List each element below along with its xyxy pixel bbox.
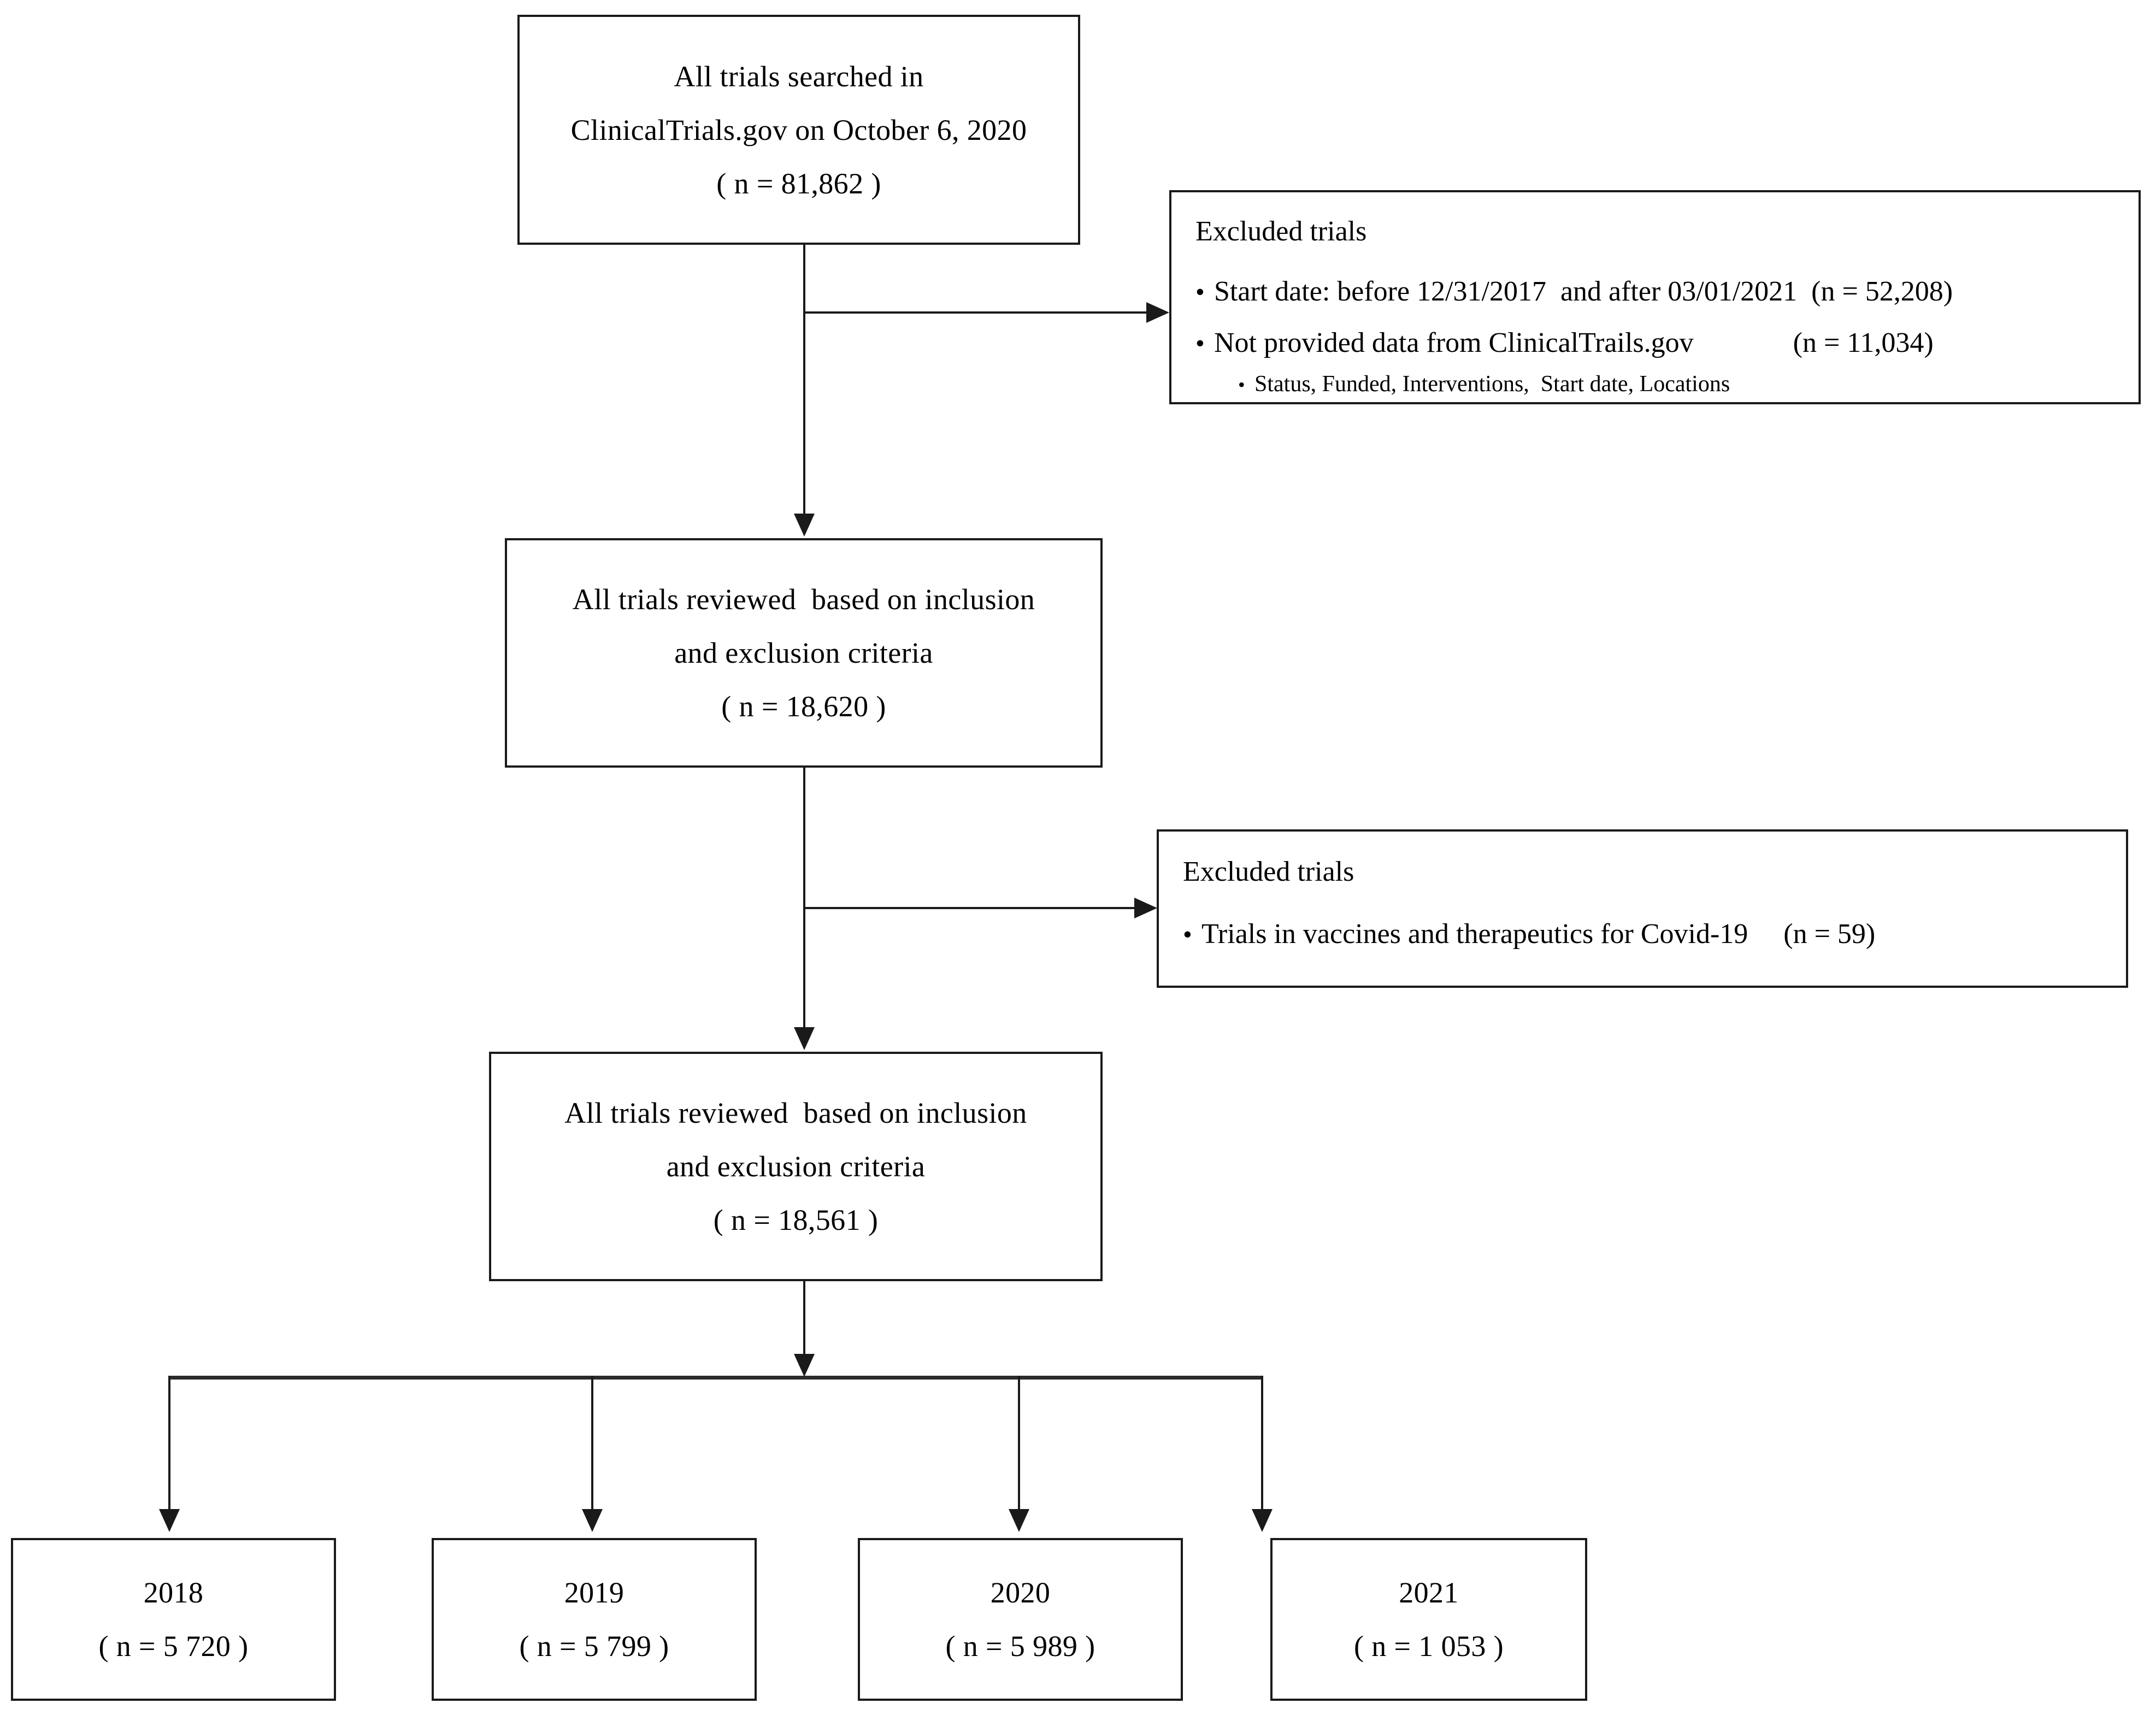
year-label: 2019 [564,1576,625,1609]
bullet-icon: • [1183,920,1192,949]
node-all-trials-searched: All trials searched in ClinicalTrials.go… [517,15,1080,245]
node-line: All trials reviewed based on inclusion [564,1097,1027,1129]
connector-reviewed1-to-reviewed2 [803,768,805,1029]
node-excluded-trials-1: Excluded trials • Start date: before 12/… [1169,190,2141,404]
excluded2-bullet: • Trials in vaccines and therapeutics fo… [1183,920,1875,948]
arrowhead-right-excluded2 [1134,898,1157,918]
excluded1-subbullet: • Status, Funded, Interventions, Start d… [1238,373,1730,396]
connector-reviewed2-to-years [803,1281,805,1358]
arrowhead-down-reviewed1 [794,514,815,537]
arrowhead-down-year-2021 [1252,1509,1273,1532]
connector-to-year-2018 [168,1376,170,1512]
bullet-icon: • [1195,329,1205,358]
node-year-2021: 2021 ( n = 1 053 ) [1270,1538,1587,1701]
excluded1-bullet: • Not provided data from ClinicalTrails.… [1195,329,1934,357]
year-count: ( n = 5 799 ) [519,1630,669,1663]
node-line: and exclusion criteria [674,637,933,669]
connector-year-distributor-bar [168,1376,1263,1380]
excluded1-title: Excluded trials [1195,216,1367,247]
year-label: 2018 [143,1576,204,1609]
node-excluded-trials-2: Excluded trials • Trials in vaccines and… [1157,829,2128,988]
arrowhead-down-distributor [794,1354,815,1377]
connector-to-year-2019 [591,1376,593,1512]
node-line: ( n = 18,620 ) [721,690,886,723]
connector-branch-excluded1 [803,311,1147,314]
arrowhead-right-excluded1 [1146,302,1169,323]
bullet-icon: • [1238,374,1245,396]
year-label: 2020 [990,1576,1051,1609]
node-line: ( n = 18,561 ) [713,1204,879,1236]
arrowhead-down-reviewed2 [794,1027,815,1050]
node-year-2018: 2018 ( n = 5 720 ) [11,1538,336,1701]
connector-to-year-2020 [1018,1376,1020,1512]
excluded1-bullet-text: Not provided data from ClinicalTrails.go… [1214,327,1934,358]
year-count: ( n = 5 989 ) [945,1630,1095,1663]
year-label: 2021 [1399,1576,1459,1609]
node-year-2020: 2020 ( n = 5 989 ) [858,1538,1183,1701]
excluded2-bullet-text: Trials in vaccines and therapeutics for … [1201,918,1876,950]
excluded2-title: Excluded trials [1183,856,1354,887]
connector-searched-to-reviewed1 [803,245,805,515]
connector-to-year-2021 [1261,1376,1263,1512]
excluded1-subbullet-text: Status, Funded, Interventions, Start dat… [1254,372,1730,397]
excluded1-bullet: • Start date: before 12/31/2017 and afte… [1195,278,1953,306]
arrowhead-down-year-2018 [159,1509,180,1532]
excluded1-bullet-text: Start date: before 12/31/2017 and after … [1214,276,1953,307]
arrowhead-down-year-2020 [1009,1509,1029,1532]
node-line: All trials searched in [674,60,924,93]
connector-branch-excluded2 [803,907,1135,909]
bullet-icon: • [1195,278,1205,307]
year-count: ( n = 5 720 ) [98,1630,249,1663]
node-line: All trials reviewed based on inclusion [572,583,1035,616]
node-line: ClinicalTrials.gov on October 6, 2020 [570,113,1027,146]
node-all-trials-reviewed-2: All trials reviewed based on inclusion a… [489,1052,1103,1281]
node-line: and exclusion criteria [666,1150,926,1183]
arrowhead-down-year-2019 [582,1509,603,1532]
node-line: ( n = 81,862 ) [716,167,881,200]
node-all-trials-reviewed-1: All trials reviewed based on inclusion a… [505,538,1103,768]
year-count: ( n = 1 053 ) [1353,1630,1504,1663]
node-year-2019: 2019 ( n = 5 799 ) [432,1538,757,1701]
